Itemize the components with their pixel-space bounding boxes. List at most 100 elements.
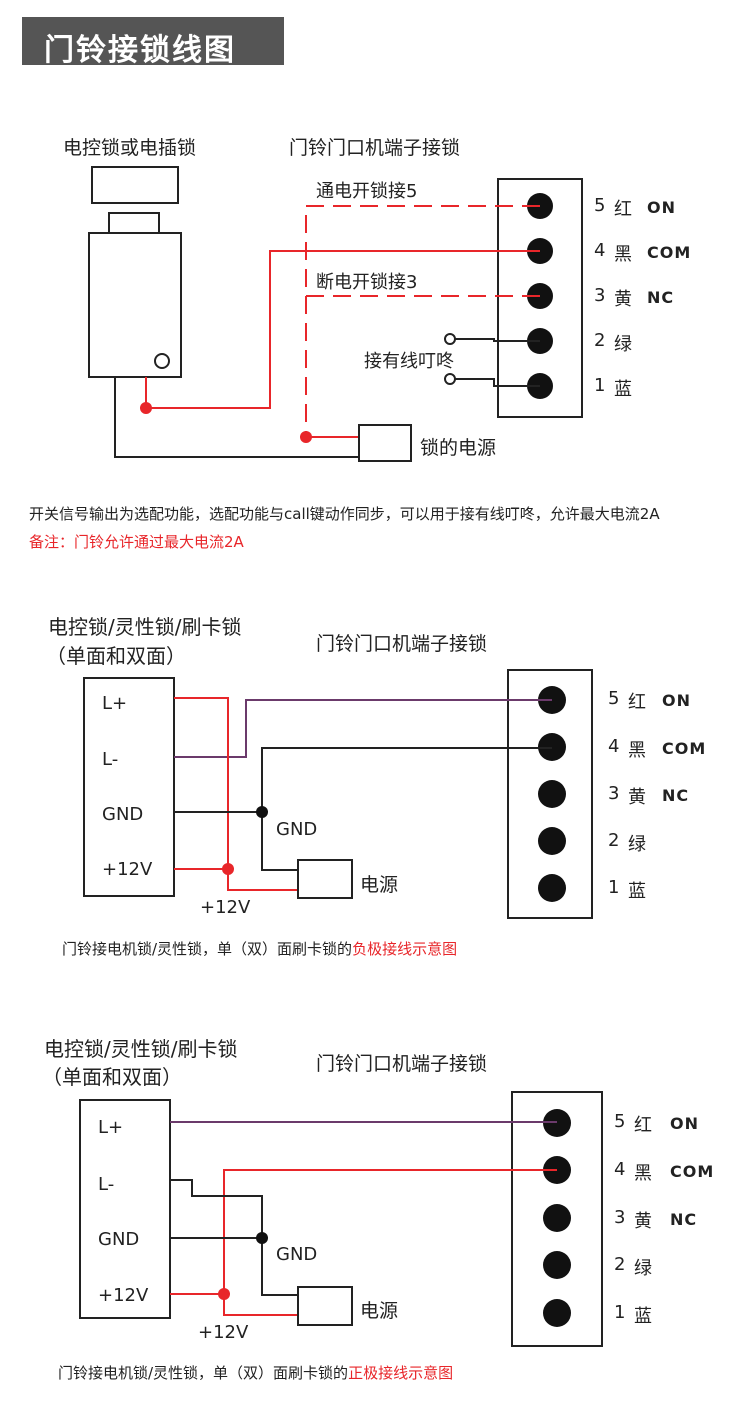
terminal-4-number: 4 [608, 736, 620, 757]
terminal-5-label: ON [647, 198, 676, 217]
terminal-2-color: 绿 [634, 1258, 652, 1279]
terminal-4-number: 4 [594, 240, 606, 261]
terminal-4-label: COM [670, 1162, 715, 1181]
wire-red-to-power [174, 697, 298, 891]
chime-terminal-top [444, 333, 456, 345]
terminal-5-color: 红 [614, 199, 632, 220]
caption-highlight: 负极接线示意图 [352, 940, 458, 958]
caption: 门铃接电机锁/灵性锁，单（双）面刷卡锁的正极接线示意图 [58, 1362, 453, 1383]
terminal-3-number: 3 [614, 1207, 626, 1228]
junction-dot-power [300, 431, 312, 443]
terminal-1-number: 1 [594, 375, 606, 396]
terminal-3 [543, 1204, 571, 1232]
wire-black-to-power [114, 377, 359, 458]
wire-purple-to-5 [174, 699, 552, 758]
terminal-1-color: 蓝 [628, 881, 646, 902]
caption-text: 门铃接电机锁/灵性锁，单（双）面刷卡锁的 [58, 1364, 349, 1382]
wire-red-to-4 [145, 250, 540, 409]
terminal-1-number: 1 [608, 877, 620, 898]
terminal-5-label: ON [662, 691, 691, 710]
wire-black-to-4 [174, 747, 552, 813]
terminal-1 [538, 874, 566, 902]
caption-highlight: 正极接线示意图 [348, 1364, 454, 1382]
page-title-banner: 门铃接锁线图 [22, 17, 284, 68]
wire-dashed-to-5 [305, 205, 540, 437]
terminal-5-color: 红 [634, 1115, 652, 1136]
terminal-3-number: 3 [608, 783, 620, 804]
power-label: 锁的电源 [420, 437, 497, 459]
terminal-5-color: 红 [628, 692, 646, 713]
caption: 门铃接电机锁/灵性锁，单（双）面刷卡锁的负极接线示意图 [62, 938, 457, 959]
wire-black-lminus [170, 1179, 263, 1238]
pin-12v-label: +12V [102, 859, 153, 880]
terminal-4-color: 黑 [634, 1163, 652, 1184]
pin-lplus-label: L+ [98, 1117, 124, 1138]
terminal-2-number: 2 [594, 330, 606, 351]
gnd-label: GND [276, 1244, 318, 1265]
chime-label: 接有线叮咚 [364, 351, 454, 372]
pin-gnd-label: GND [98, 1229, 140, 1250]
power-supply-3 [297, 1286, 353, 1326]
page-title: 门铃接锁线图 [44, 33, 236, 68]
diagram3-graphics [79, 1091, 603, 1347]
power-label: 电源 [360, 1300, 399, 1322]
chime-terminal-bottom [444, 373, 456, 385]
terminal-3-color: 黄 [614, 289, 632, 310]
terminal-4-color: 黑 [628, 740, 646, 761]
terminal-3-color: 黄 [634, 1211, 652, 1232]
lock-bolt-head [108, 212, 160, 234]
terminal-2-color: 绿 [628, 834, 646, 855]
lock-terminal-box-2 [83, 677, 175, 897]
terminal-1-color: 蓝 [614, 379, 632, 400]
lock-title-line1: 电控锁/灵性锁/刷卡锁 [44, 1037, 238, 1061]
lock-title-line2: （单面和双面） [46, 644, 186, 668]
note-red-text: 备注：门铃允许通过最大电流2A [29, 533, 244, 551]
terminal-3-label: NC [670, 1210, 698, 1229]
gnd-label: GND [276, 819, 318, 840]
diagram1-graphics [88, 166, 583, 462]
lock-power-supply [358, 424, 412, 462]
junction-dot-gnd [256, 1232, 268, 1244]
terminal-5-label: ON [670, 1114, 699, 1133]
wire-label-5: 通电开锁接5 [316, 181, 418, 202]
lock-cap [91, 166, 179, 204]
caption-text: 门铃接电机锁/灵性锁，单（双）面刷卡锁的 [62, 940, 353, 958]
v12-label: +12V [198, 1322, 249, 1343]
terminal-2 [543, 1251, 571, 1279]
pin-lminus-label: L- [102, 749, 119, 770]
lock-terminal-box-3 [79, 1099, 171, 1319]
wire-red-to-4 [223, 1169, 557, 1316]
diagram2-graphics [83, 669, 593, 919]
terminal-3-label: NC [662, 786, 690, 805]
junction-dot-lock [140, 402, 152, 414]
terminal-4-label: COM [662, 739, 707, 758]
pin-gnd-label: GND [102, 804, 144, 825]
pin-lminus-label: L- [98, 1174, 115, 1195]
note-text: 开关信号输出为选配功能，选配功能与call键动作同步，可以用于接有线叮咚，允许最… [29, 505, 660, 523]
wire-chime-top [455, 338, 540, 342]
terminal-3 [538, 780, 566, 808]
pin-12v-label: +12V [98, 1285, 149, 1306]
terminal-5-number: 5 [608, 688, 620, 709]
terminal-title: 门铃门口机端子接锁 [289, 137, 461, 159]
pin-lplus-label: L+ [102, 693, 128, 714]
lock-title-line1: 电控锁/灵性锁/刷卡锁 [48, 615, 242, 639]
terminal-3-color: 黄 [628, 787, 646, 808]
terminal-1 [543, 1299, 571, 1327]
terminal-5-number: 5 [614, 1111, 626, 1132]
wire-chime-bottom [455, 378, 540, 387]
terminal-title: 门铃门口机端子接锁 [316, 633, 488, 655]
wire-black-to-power [261, 812, 298, 871]
junction-dot-12v [218, 1288, 230, 1300]
terminal-1-number: 1 [614, 1302, 626, 1323]
terminal-2-number: 2 [614, 1254, 626, 1275]
terminal-5-number: 5 [594, 195, 606, 216]
power-supply-2 [297, 859, 353, 899]
terminal-2 [538, 827, 566, 855]
lock-body [88, 232, 182, 378]
lock-title-line2: （单面和双面） [42, 1065, 182, 1089]
junction-dot-gnd [256, 806, 268, 818]
terminal-4-number: 4 [614, 1159, 626, 1180]
terminal-4-color: 黑 [614, 244, 632, 265]
